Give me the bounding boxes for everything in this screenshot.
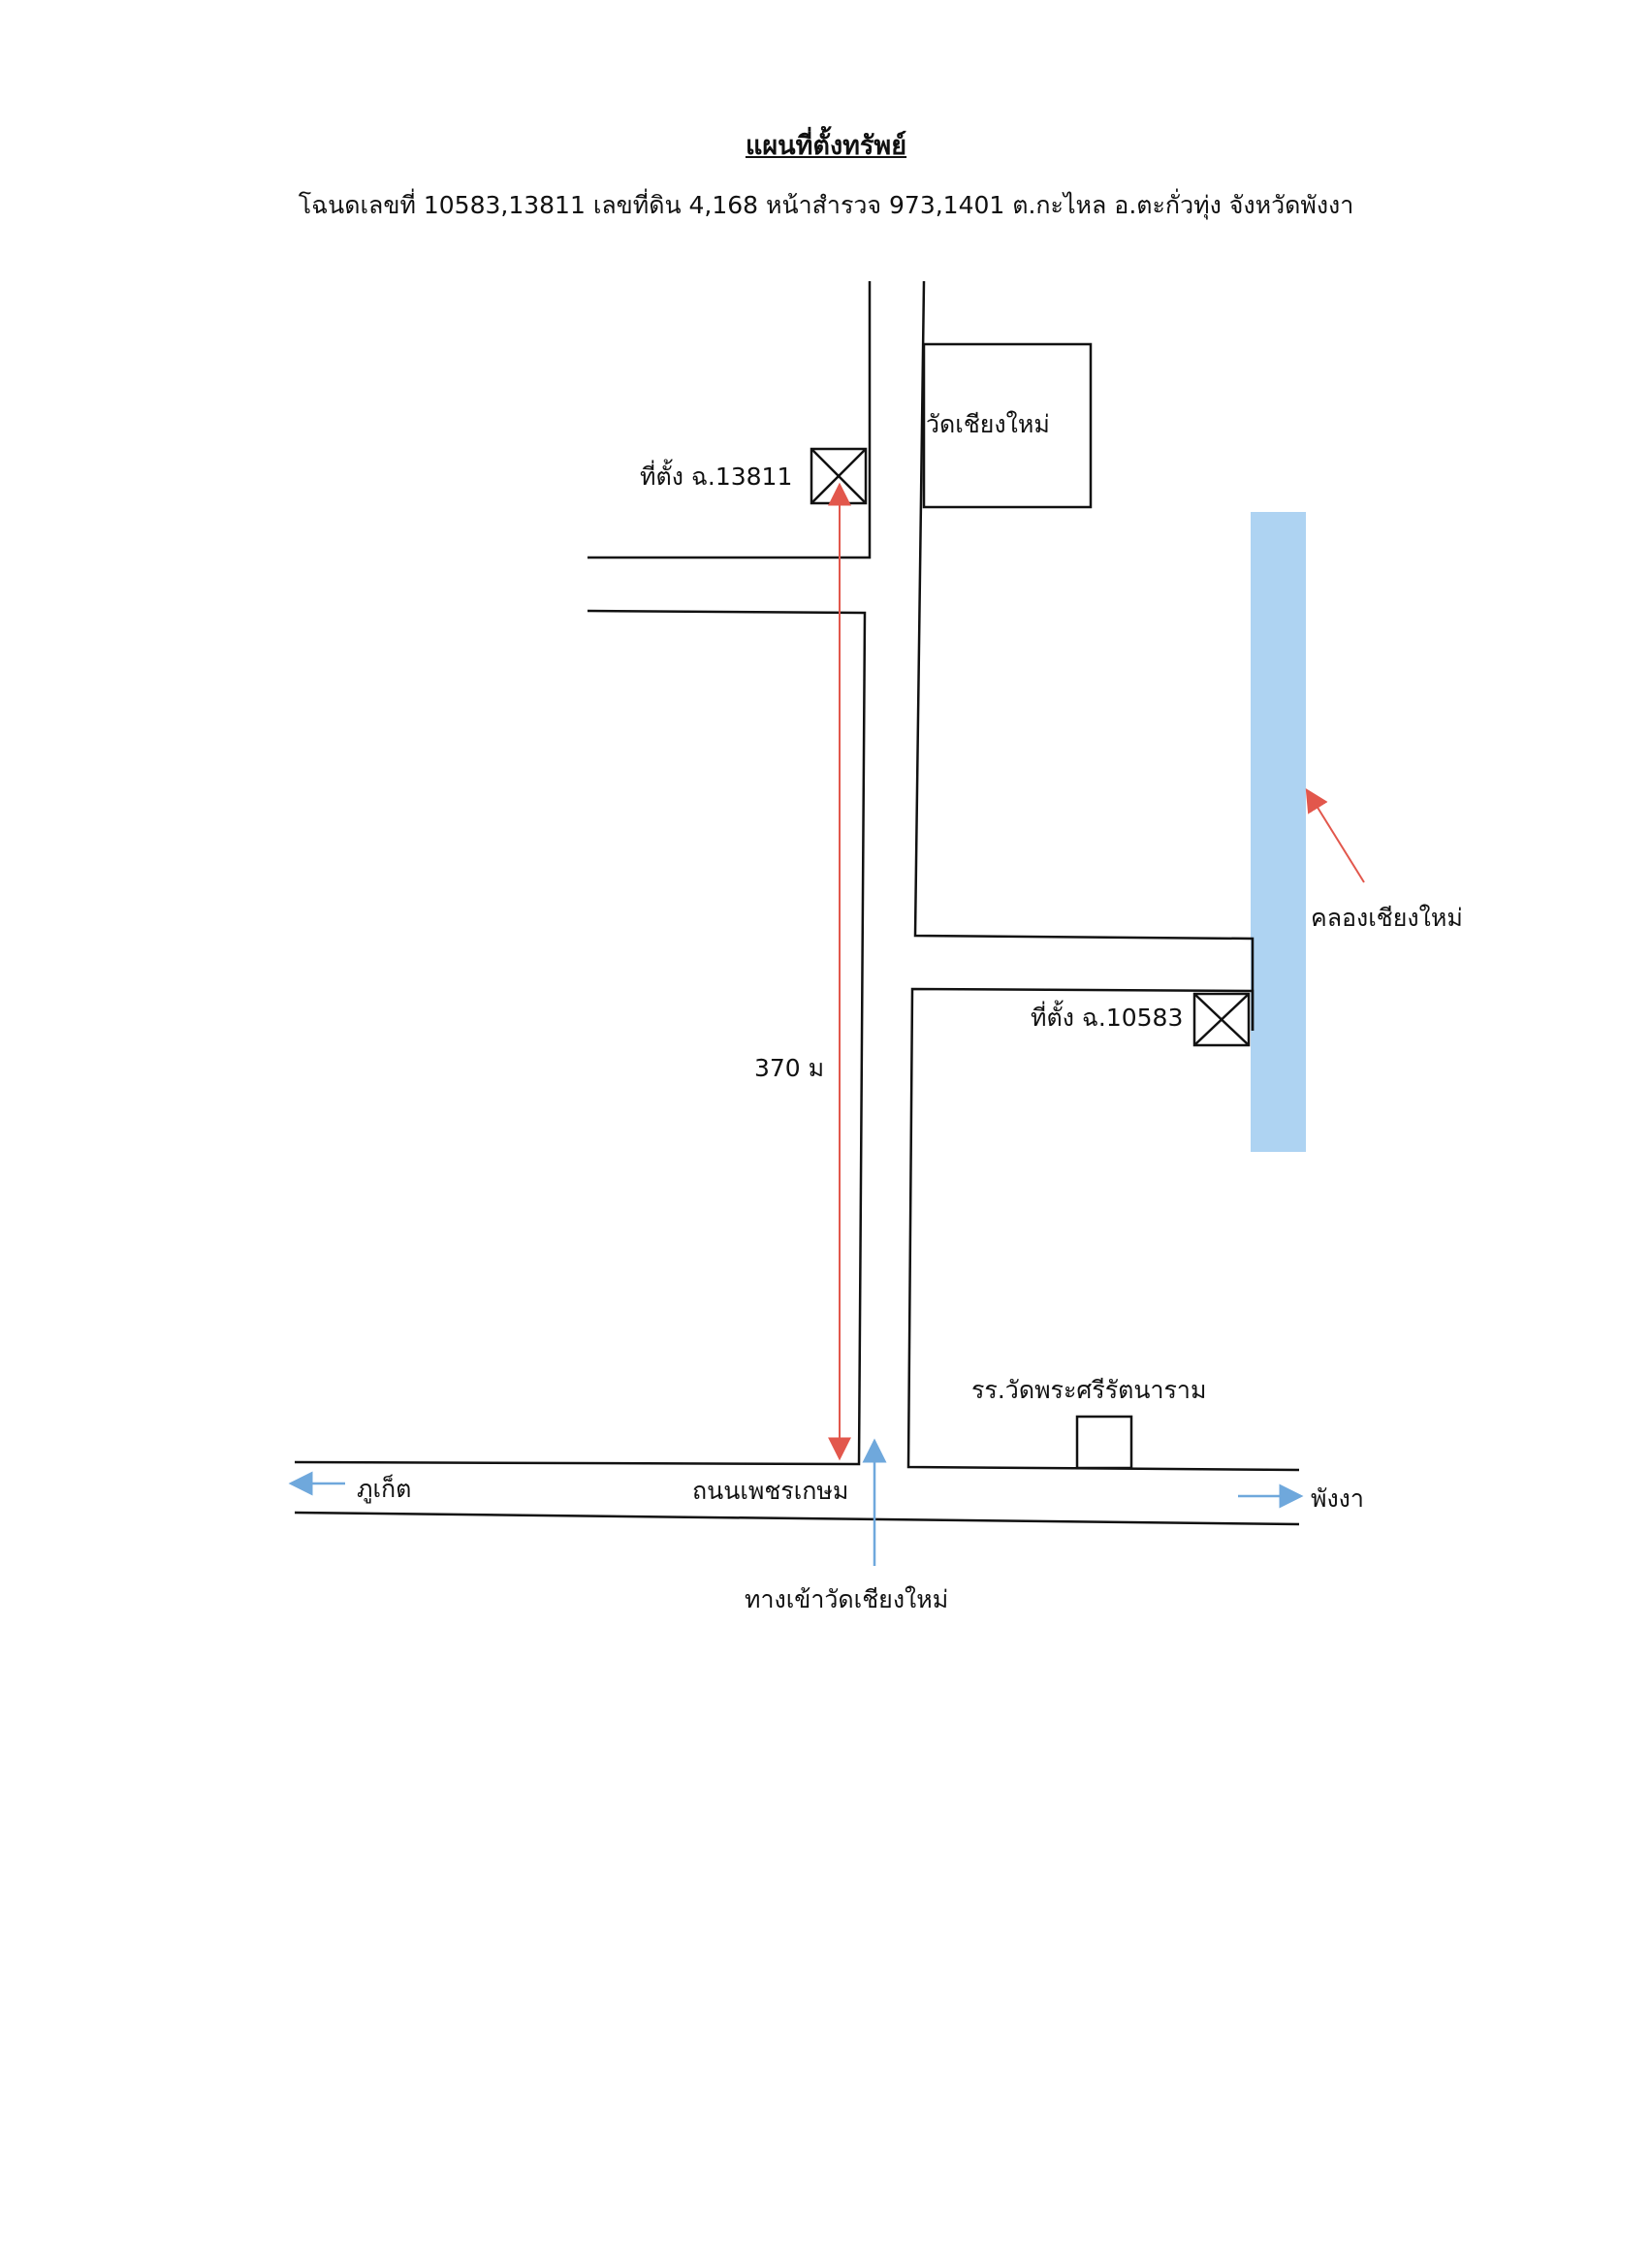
site-marker-13811 [810, 447, 868, 505]
canal-label: คลองเชียงใหม่ [1311, 904, 1463, 932]
main-road-lower-edge [294, 1511, 1300, 1526]
school-building [1075, 1415, 1133, 1470]
site-10583-label: ที่ตั้ง ฉ.10583 [1031, 1000, 1183, 1032]
page-title: แผนที่ตั้งทรัพย์ [745, 131, 907, 161]
phangnga-label: พังงา [1311, 1484, 1364, 1513]
distance-label: 370 ม [754, 1054, 824, 1082]
main-road-label: ถนนเพชรเกษม [692, 1477, 848, 1505]
canal-shape [1251, 512, 1306, 1152]
road-b-upper [913, 280, 1255, 1031]
site-marker-10583 [1192, 992, 1251, 1047]
phuket-label: ภูเก็ต [357, 1474, 411, 1504]
school-label: รร.วัดพระศรีรัตนาราม [971, 1376, 1206, 1404]
road-b-lower [906, 987, 1300, 1472]
canal-pointer-arrow [1305, 787, 1365, 883]
temple-building [922, 342, 1093, 509]
deed-description: โฉนดเลขที่ 10583,13811 เลขที่ดิน 4,168 ห… [298, 191, 1354, 219]
road-a-left-edge-lower [294, 609, 867, 1466]
site-13811-label: ที่ตั้ง ฉ.13811 [640, 459, 792, 491]
road-network [294, 280, 1300, 1526]
entrance-label: ทางเข้าวัดเชียงใหม่ [745, 1585, 948, 1613]
road-a-left-edge-upper [588, 281, 872, 559]
temple-label: วัดเชียงใหม่ [926, 410, 1050, 438]
